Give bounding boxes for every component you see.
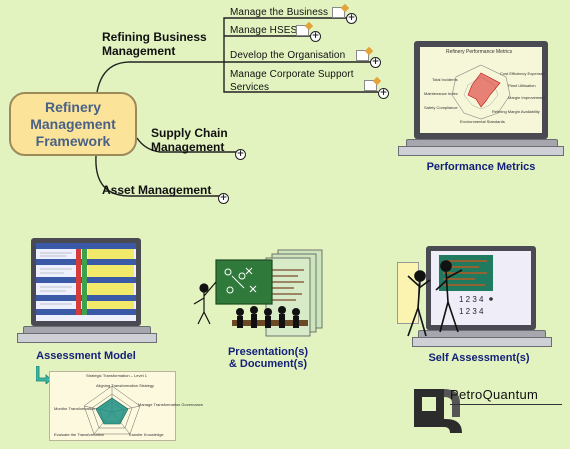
performance-radar bbox=[451, 64, 511, 120]
logo-text-label: PetroQuantum bbox=[450, 387, 539, 402]
caption-presentations-documents: Presentation(s) & Document(s) bbox=[227, 346, 309, 370]
assessment-display bbox=[36, 243, 136, 321]
expand-icon[interactable]: + bbox=[235, 149, 246, 160]
performance-label: Cost Efficiency Expenses bbox=[500, 71, 546, 76]
assessment-chart-title: Strategic Transformation – Level 1 bbox=[86, 373, 147, 378]
connector-branch-2 bbox=[136, 137, 240, 153]
caption-self-assessments: Self Assessment(s) bbox=[428, 352, 530, 364]
performance-label: Refining Margin Availability bbox=[492, 109, 540, 114]
expand-icon[interactable]: + bbox=[218, 193, 229, 204]
caption-performance-metrics: Performance Metrics bbox=[426, 161, 536, 173]
assessment-radar bbox=[83, 385, 141, 435]
assessment-radar-card: Strategic Transformation – Level 1 Align… bbox=[49, 371, 203, 441]
stick-figure-icon bbox=[407, 270, 431, 337]
topic-manage-the-business[interactable]: Manage the Business bbox=[230, 7, 329, 18]
logo-text: PetroQuantum bbox=[450, 388, 538, 402]
assessment-label: Evaluate the Transformation bbox=[54, 432, 105, 437]
stick-figure-icon bbox=[193, 281, 217, 325]
expand-icon[interactable]: + bbox=[378, 88, 389, 99]
topic-develop-the-organisation[interactable]: Develop the Organisation bbox=[230, 50, 346, 61]
assessment-label: Aligning Transformation Strategy bbox=[96, 383, 155, 388]
assessment-table bbox=[36, 243, 136, 315]
laptop-icon: Refinery Performance Metrics Cost Effici… bbox=[398, 41, 564, 157]
central-topic-label: Refinery Management Framework bbox=[30, 98, 116, 149]
caption-assessment-model: Assessment Model bbox=[36, 350, 136, 362]
laptop-keyboard bbox=[17, 333, 157, 343]
connector-sub-4 bbox=[223, 62, 378, 93]
note-icon[interactable] bbox=[356, 50, 369, 61]
assessment-label: Manage Transformation Governance bbox=[138, 402, 204, 407]
topic-manage-hses[interactable]: Manage HSES bbox=[230, 25, 298, 36]
laptop-screen bbox=[31, 238, 141, 326]
connector-branch-3 bbox=[95, 155, 221, 197]
laptop-keyboard bbox=[412, 337, 552, 347]
note-icon[interactable] bbox=[364, 80, 377, 91]
expand-icon[interactable]: + bbox=[370, 57, 381, 68]
branch-refining-business-management[interactable]: Refining Business Management bbox=[102, 30, 207, 58]
assessment-label: Monitor Transformation bbox=[54, 406, 96, 411]
laptop-icon bbox=[17, 238, 157, 348]
logo-mark bbox=[414, 389, 462, 433]
expand-icon[interactable]: + bbox=[310, 31, 321, 42]
stick-figure-icon bbox=[435, 260, 463, 333]
laptop-keyboard bbox=[398, 146, 564, 156]
connector-sub-1 bbox=[223, 17, 347, 62]
performance-label: Total Incidents bbox=[432, 77, 458, 82]
note-icon[interactable] bbox=[296, 25, 309, 36]
performance-screen-title: Refinery Performance Metrics bbox=[446, 49, 513, 55]
branch-supply-chain-management[interactable]: Supply Chain Management bbox=[151, 126, 228, 154]
self-numbers-top: 1 2 3 4 bbox=[459, 295, 484, 304]
performance-label: Safety Compliance bbox=[424, 105, 458, 110]
performance-label: Environmental Standards bbox=[460, 119, 505, 124]
performance-metrics-display: Refinery Performance Metrics Cost Effici… bbox=[420, 47, 546, 133]
self-assessment-screen bbox=[439, 255, 493, 301]
topic-manage-corporate-support-services[interactable]: Manage Corporate Support Services bbox=[230, 69, 354, 93]
note-icon[interactable] bbox=[332, 7, 345, 18]
logo-underline bbox=[450, 404, 562, 405]
performance-label: Margin Improvement bbox=[508, 95, 545, 100]
branch-asset-management[interactable]: Asset Management bbox=[102, 183, 212, 197]
performance-label: Maintenance Index bbox=[424, 91, 458, 96]
expand-icon[interactable]: + bbox=[346, 13, 357, 24]
performance-label: Plant Utilisation bbox=[508, 83, 536, 88]
central-topic[interactable]: Refinery Management Framework bbox=[9, 92, 137, 156]
laptop-screen: Refinery Performance Metrics Cost Effici… bbox=[414, 41, 548, 139]
self-numbers-bottom: 1 2 3 4 bbox=[459, 307, 484, 316]
assessment-label: Transfer Knowledge bbox=[128, 432, 164, 437]
arrow-icon bbox=[36, 366, 52, 384]
presentation-illustration bbox=[193, 249, 323, 337]
